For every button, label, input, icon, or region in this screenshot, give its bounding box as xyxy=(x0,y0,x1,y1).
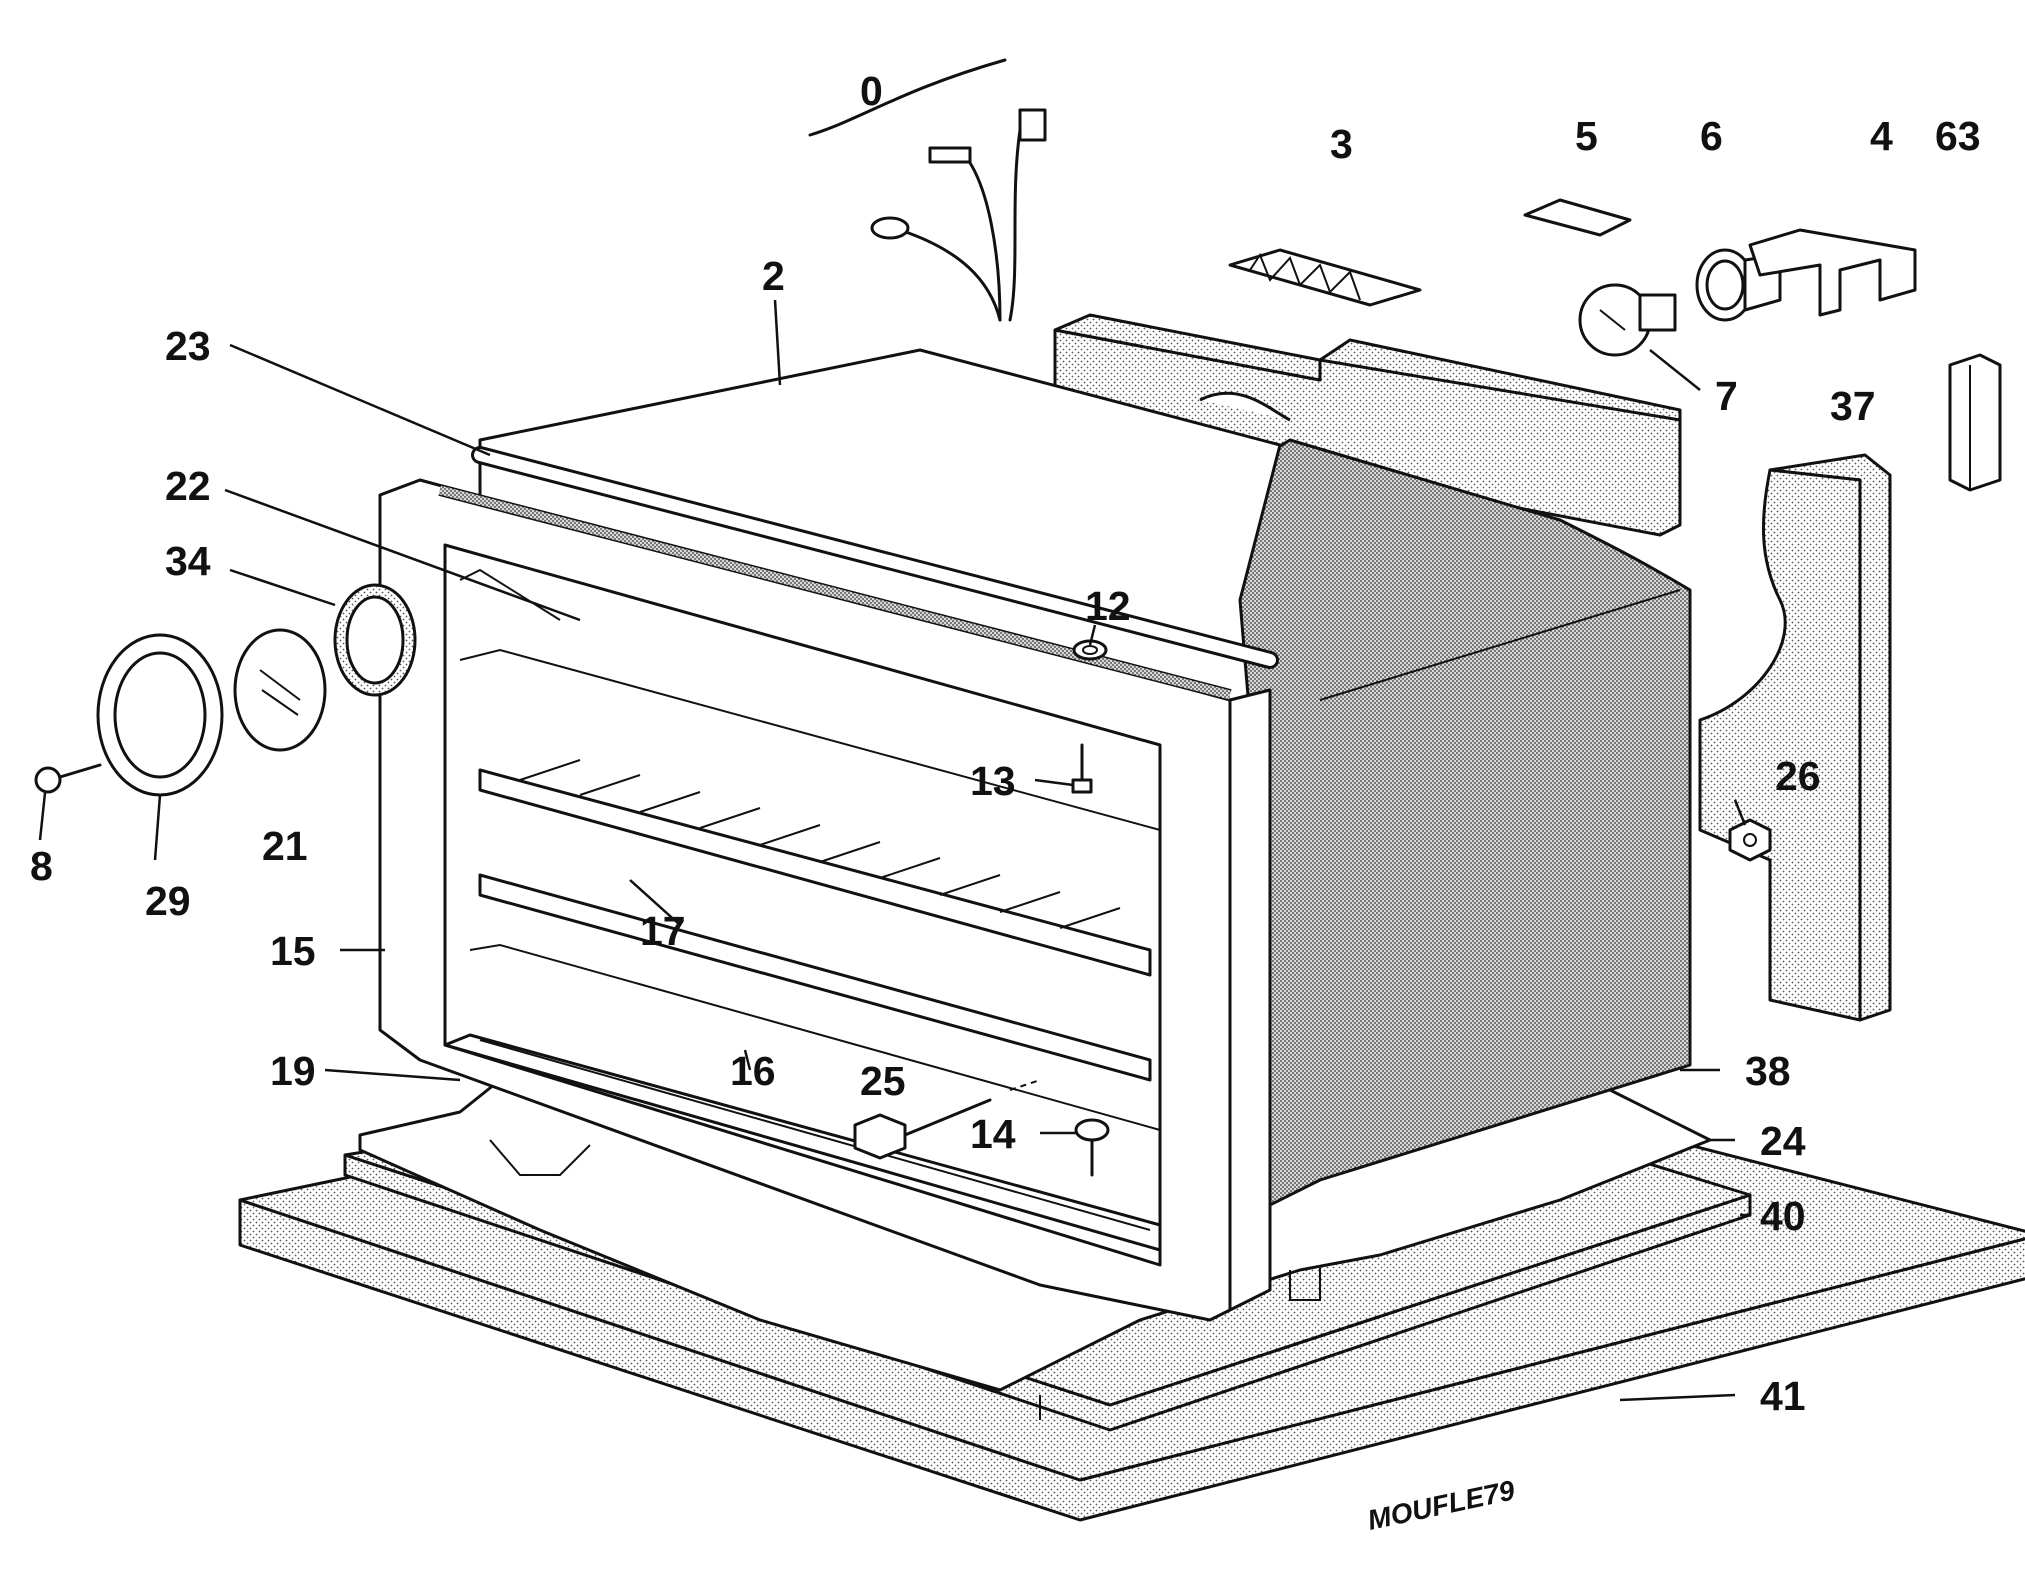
leader-lines xyxy=(38,299,1750,1402)
top-insulation-block xyxy=(1053,313,1682,537)
bolt-25 xyxy=(853,1079,1041,1160)
drawing-code: MOUFLE79 xyxy=(1365,1474,1518,1535)
bracket-4 xyxy=(1748,228,1917,317)
callout-19: 19 xyxy=(270,1048,316,1094)
callout-22: 22 xyxy=(165,463,211,509)
callout-63: 63 xyxy=(1935,113,1981,159)
screw-8 xyxy=(34,763,102,794)
callout-13: 13 xyxy=(970,758,1016,804)
shelf-rack-17 xyxy=(519,759,1121,929)
callout-12: 12 xyxy=(1085,583,1131,629)
callout-38: 38 xyxy=(1745,1048,1791,1094)
callout-4: 4 xyxy=(1870,113,1893,159)
callout-15: 15 xyxy=(270,928,316,974)
callout-14: 14 xyxy=(970,1111,1016,1157)
wiring-harness-0 xyxy=(808,58,1047,322)
oven-cavity-2 xyxy=(378,348,1282,1322)
callout-26: 26 xyxy=(1775,753,1821,799)
lamp-bulb-7 xyxy=(1578,283,1677,357)
clip-5 xyxy=(1523,198,1632,237)
callout-2: 2 xyxy=(762,253,785,299)
callout-34: 34 xyxy=(165,538,211,584)
callout-24: 24 xyxy=(1760,1118,1806,1164)
callout-37: 37 xyxy=(1830,383,1876,429)
callout-8: 8 xyxy=(30,843,53,889)
rail-63 xyxy=(1948,353,2002,492)
lamp-glass-21 xyxy=(233,628,327,752)
callout-5: 5 xyxy=(1575,113,1598,159)
screw-13 xyxy=(1071,743,1093,794)
screw-14 xyxy=(1074,1118,1110,1177)
callout-40: 40 xyxy=(1760,1193,1806,1239)
callout-29: 29 xyxy=(145,878,191,924)
callout-0: 0 xyxy=(860,68,883,114)
callout-7: 7 xyxy=(1715,373,1738,419)
callout-21: 21 xyxy=(262,823,308,869)
side-insulation-37 xyxy=(1698,453,1892,1022)
callout-16: 16 xyxy=(730,1048,776,1094)
lamp-gasket-34 xyxy=(333,583,417,697)
callout-25: 25 xyxy=(860,1058,906,1104)
callout-41: 41 xyxy=(1760,1373,1806,1419)
nut-26 xyxy=(1728,818,1772,862)
terminal-block-3 xyxy=(1228,248,1422,307)
lamp-ring-29 xyxy=(96,633,224,797)
callout-6: 6 xyxy=(1700,113,1723,159)
callout-3: 3 xyxy=(1330,121,1353,167)
callout-17: 17 xyxy=(640,908,686,954)
callout-23: 23 xyxy=(165,323,211,369)
